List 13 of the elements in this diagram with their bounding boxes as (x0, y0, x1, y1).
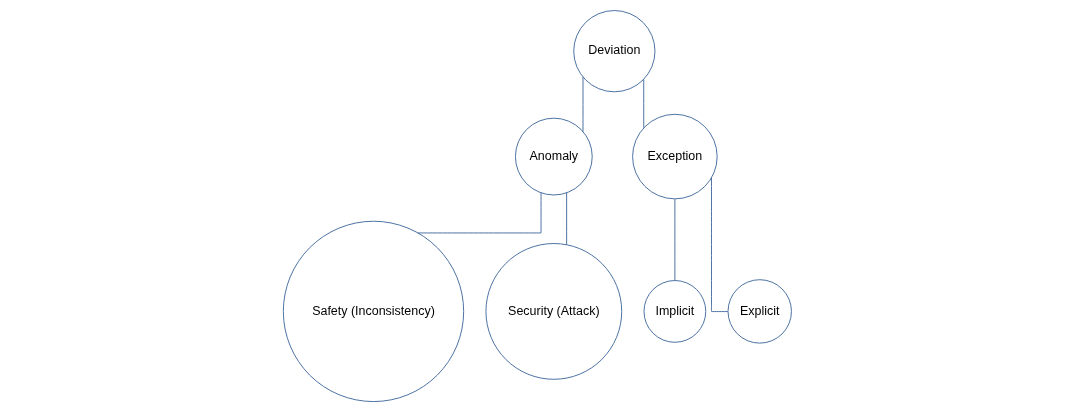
connector (674, 198, 676, 281)
node-circle: Security (Attack) (485, 243, 623, 380)
node-circle: Deviation (573, 10, 656, 93)
connector (417, 192, 542, 234)
node-circle: Implicit (643, 280, 707, 343)
node-circle: Exception (632, 113, 718, 200)
connector (643, 78, 645, 129)
connector (582, 76, 584, 133)
node-circle: Explicit (727, 279, 792, 344)
node-circle: Safety (Inconsistency) (282, 220, 465, 403)
node-circle: Anomaly (514, 117, 593, 196)
connector (566, 192, 568, 246)
connector (711, 177, 729, 313)
